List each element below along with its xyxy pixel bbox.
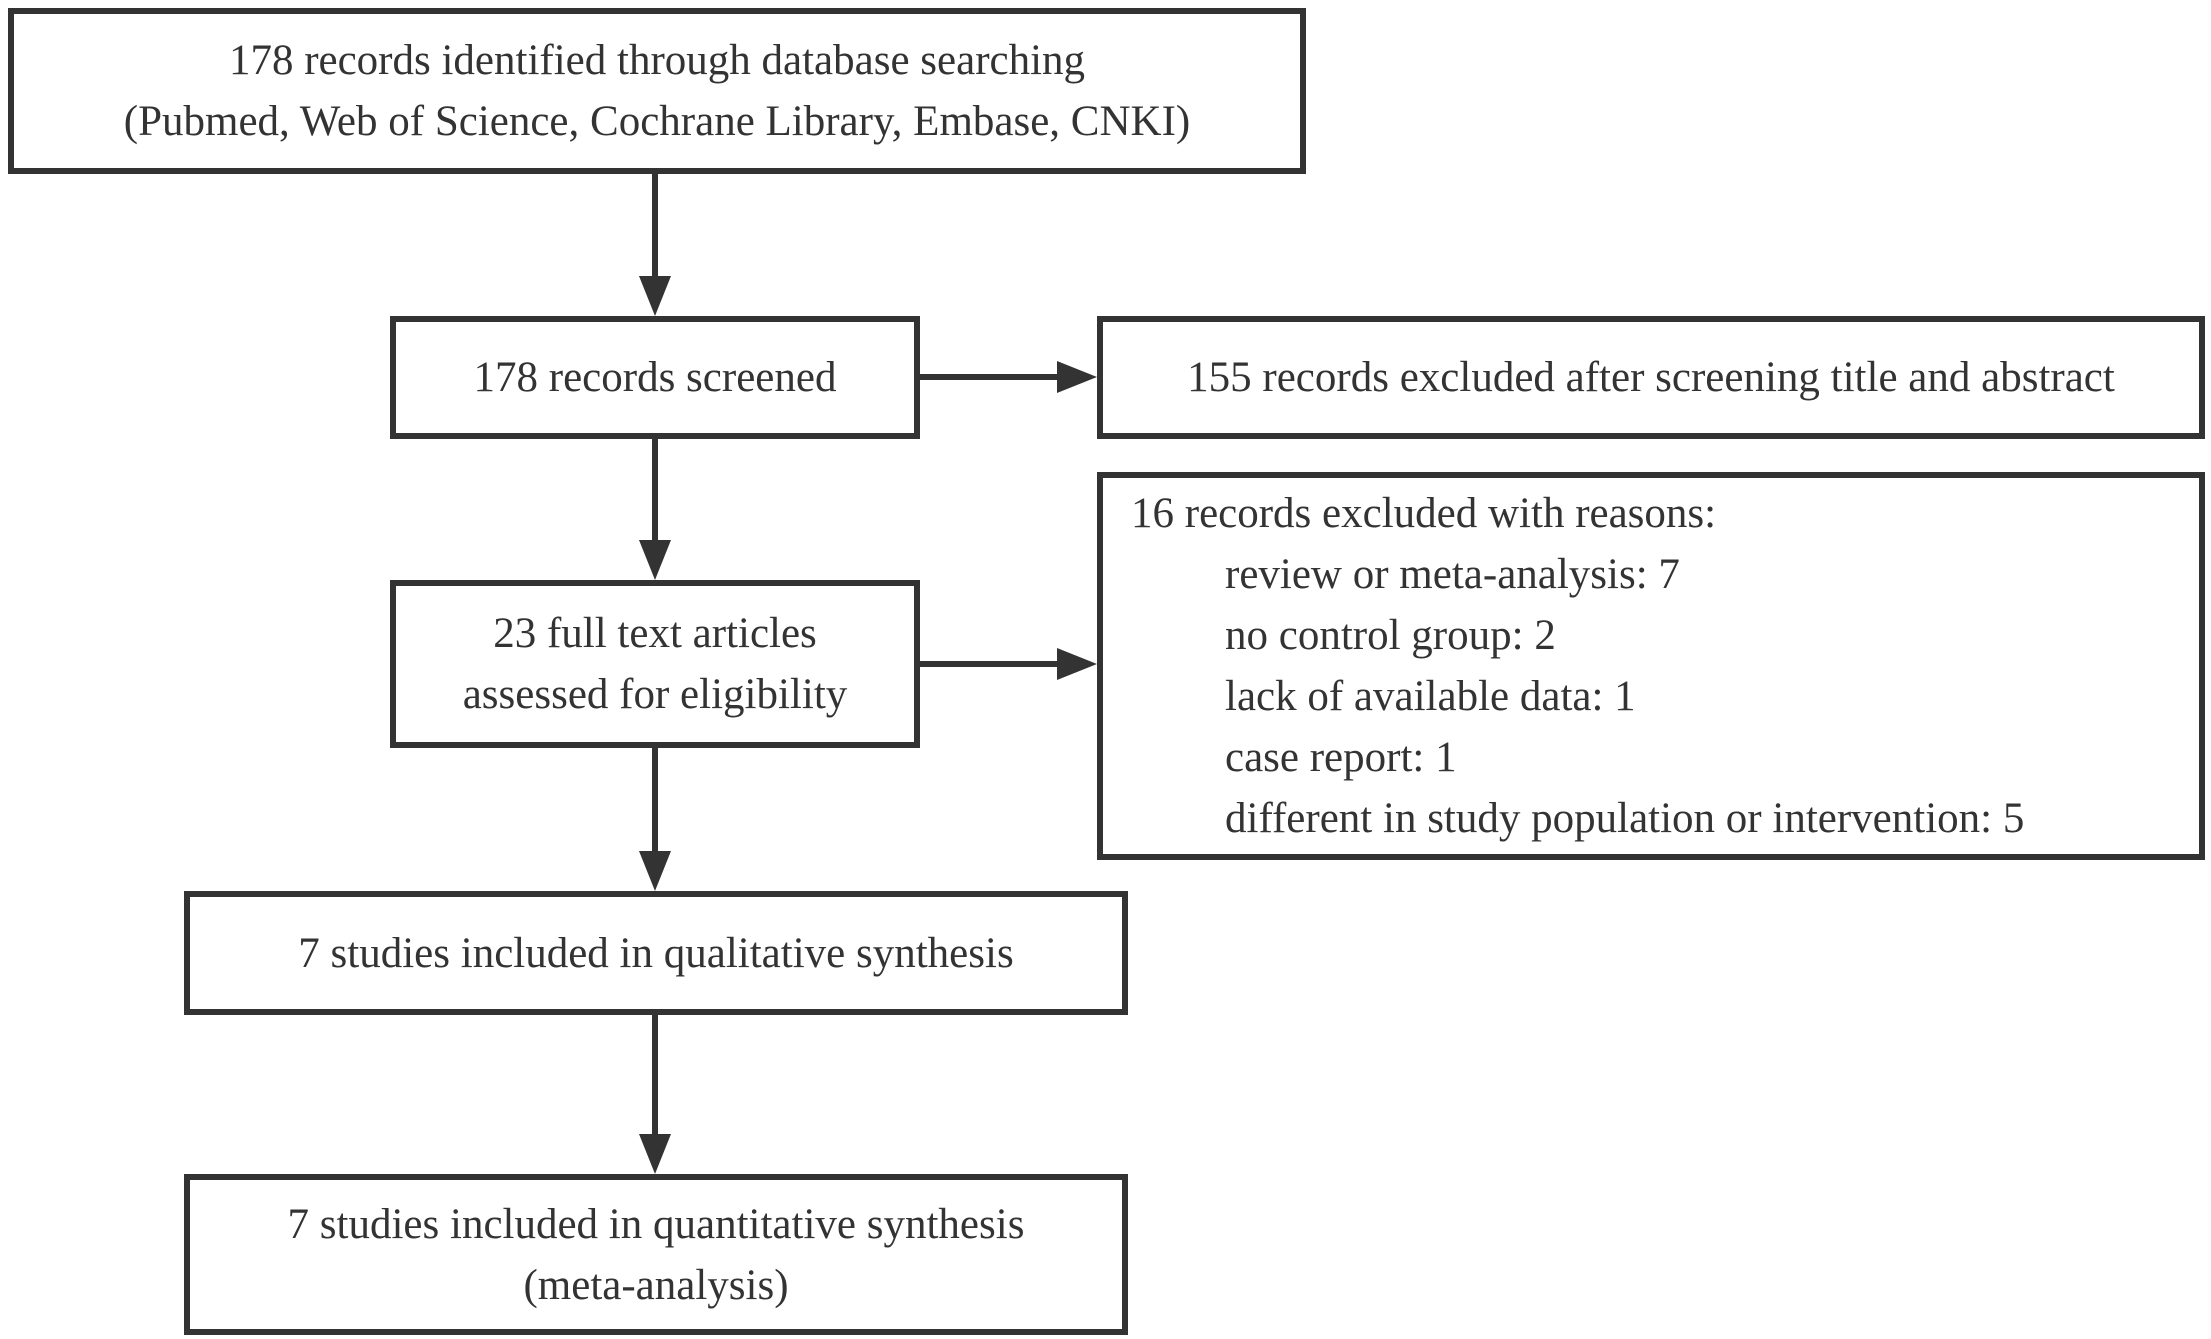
quantitative-synthesis-box: 7 studies included in quantitative synth… xyxy=(184,1174,1128,1335)
exclusion-reason: different in study population or interve… xyxy=(1225,795,2025,842)
exclusion-reason: lack of available data: 1 xyxy=(1225,673,1636,720)
arrowhead-down xyxy=(639,1134,671,1174)
screened-records-box: 178 records screened xyxy=(390,316,920,439)
arrowhead-right xyxy=(1057,361,1097,393)
exclusion-reason: case report: 1 xyxy=(1225,734,1457,781)
excluded-reasons-heading: 16 records excluded with reasons: xyxy=(1131,490,1717,537)
quantitative-synthesis-line1: 7 studies included in quantitative synth… xyxy=(287,1200,1025,1248)
arrowhead-right xyxy=(1057,648,1097,680)
identified-records-line2: (Pubmed, Web of Science, Cochrane Librar… xyxy=(123,98,1191,145)
full-text-box: 23 full text articles assessed for eligi… xyxy=(390,580,920,748)
full-text-line1: 23 full text articles xyxy=(493,610,817,657)
identified-records-line1: 178 records identified through database … xyxy=(228,37,1086,84)
qualitative-synthesis-box: 7 studies included in qualitative synthe… xyxy=(184,891,1128,1015)
exclusion-reason: no control group: 2 xyxy=(1225,612,1556,659)
quantitative-synthesis-line2: (meta-analysis) xyxy=(523,1261,789,1309)
excluded-screening-box: 155 records excluded after screening tit… xyxy=(1097,316,2205,439)
arrowhead-down xyxy=(639,276,671,316)
arrowhead-down xyxy=(639,540,671,580)
full-text-line2: assessed for eligibility xyxy=(462,671,848,718)
qualitative-synthesis-line1: 7 studies included in qualitative synthe… xyxy=(298,929,1014,977)
excluded-screening-line1: 155 records excluded after screening tit… xyxy=(1187,354,2115,401)
arrowhead-down xyxy=(639,851,671,891)
exclusion-reason: review or meta-analysis: 7 xyxy=(1225,551,1680,598)
screened-records-line1: 178 records screened xyxy=(473,354,837,401)
excluded-reasons-box: 16 records excluded with reasons: review… xyxy=(1097,472,2205,860)
identified-records-box: 178 records identified through database … xyxy=(8,8,1306,174)
